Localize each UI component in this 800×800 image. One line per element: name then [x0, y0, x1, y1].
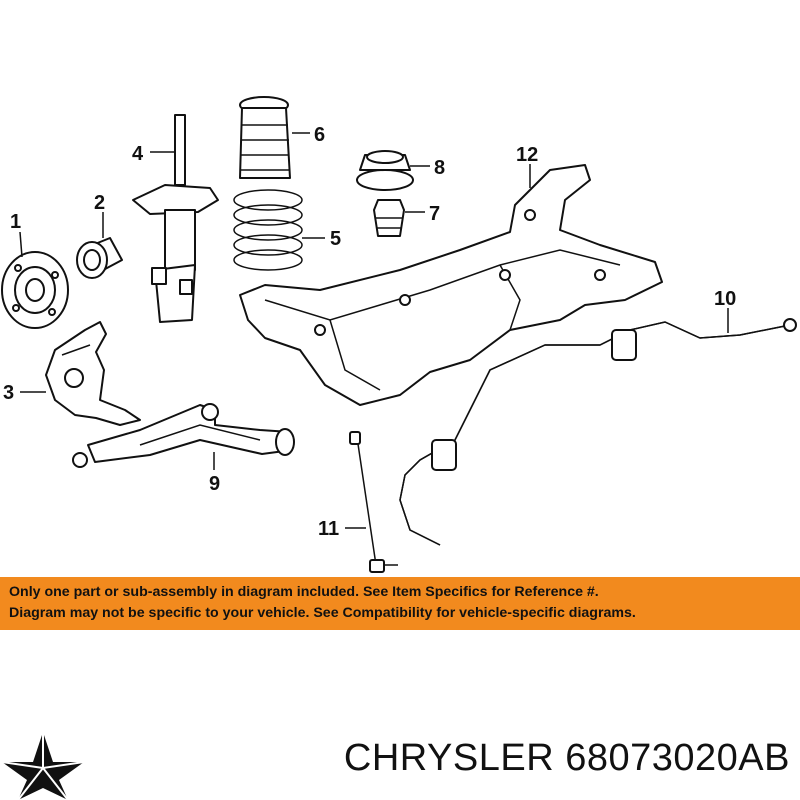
stabilizer-link: [349, 431, 398, 573]
brand-name: CHRYSLER: [343, 737, 555, 779]
callout-1: 1: [10, 211, 21, 233]
disclaimer-banner: Only one part or sub-assembly in diagram…: [0, 577, 800, 630]
pentastar-icon: [1, 732, 85, 800]
callout-6: 6: [314, 124, 325, 146]
callout-12: 12: [516, 144, 538, 166]
stabilizer-bar: [399, 318, 797, 546]
coil-spring: [233, 189, 303, 271]
wheel-bearing: [76, 237, 123, 279]
lower-control-arm: [72, 403, 295, 468]
callout-5: 5: [330, 228, 341, 250]
part-number: 68073020AB: [565, 737, 790, 779]
front-crossmember: [239, 164, 663, 406]
dust-boot: [239, 96, 291, 179]
strut-mount: [356, 150, 414, 191]
callout-3: 3: [3, 382, 14, 404]
callout-10: 10: [714, 288, 736, 310]
callout-2: 2: [94, 192, 105, 214]
callout-8: 8: [434, 157, 445, 179]
disclaimer-line-1: Only one part or sub-assembly in diagram…: [9, 584, 599, 600]
callout-7: 7: [429, 203, 440, 225]
callout-11: 11: [318, 518, 339, 540]
wheel-hub: [1, 251, 69, 329]
strut-assembly: [132, 114, 219, 323]
disclaimer-line-2: Diagram may not be specific to your vehi…: [9, 605, 636, 621]
steering-knuckle: [45, 321, 141, 426]
callout-9: 9: [209, 473, 220, 495]
brand-part-number: CHRYSLER 68073020AB: [344, 737, 790, 780]
jounce-bumper: [373, 199, 405, 237]
suspension-diagram: 1 2 3 4 5 6: [1, 96, 797, 573]
callout-4: 4: [132, 143, 144, 165]
